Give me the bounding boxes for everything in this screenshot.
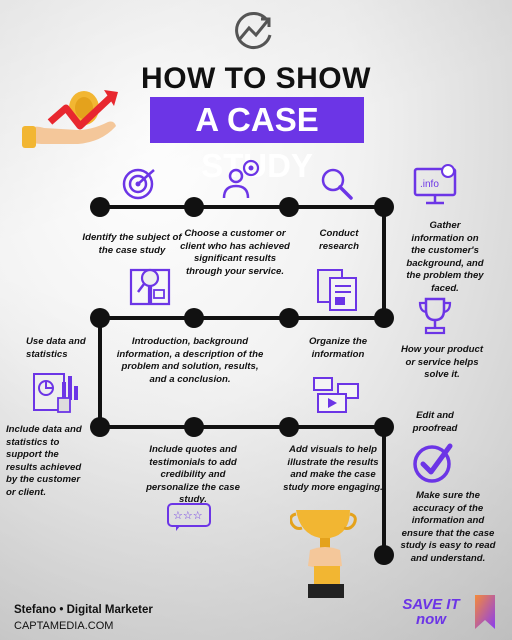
website-link[interactable]: CAPTAMEDIA.COM — [14, 620, 114, 632]
rating-quote-icon: ☆☆☆ — [167, 503, 211, 531]
step-add-visuals: Add visuals to help illustrate the resul… — [283, 444, 383, 493]
save-it-label: SAVE IT now — [402, 596, 460, 628]
step-dot — [374, 417, 394, 437]
svg-text:☆☆☆: ☆☆☆ — [173, 509, 203, 522]
book-search-icon — [129, 268, 171, 306]
info-monitor-icon: .info — [413, 164, 457, 205]
trend-arrow-logo-icon — [235, 12, 272, 49]
target-icon — [122, 168, 155, 200]
step-use-data: Use data and statistics — [26, 336, 86, 360]
step-dot — [90, 417, 110, 437]
step-dot — [279, 308, 299, 328]
checkmark-icon — [413, 443, 453, 483]
step-dot — [90, 308, 110, 328]
step-edit-proofread: Edit and proofread — [412, 410, 458, 434]
magnifier-icon — [321, 168, 353, 200]
documents-icon — [317, 269, 357, 311]
step-dot — [279, 197, 299, 217]
step-dot — [90, 197, 110, 217]
step-accuracy: Make sure the accuracy of the informatio… — [400, 490, 496, 564]
step-gather-information: Gather information on the customer's bac… — [406, 220, 484, 294]
step-how-product-helps: How your product or service helps solve … — [400, 344, 484, 380]
step-dot — [374, 308, 394, 328]
step-dot — [184, 197, 204, 217]
step-include-data: Include data and statistics to support t… — [6, 424, 82, 498]
author-name: Stefano • Digital Marketer — [14, 604, 153, 616]
step-dot — [184, 308, 204, 328]
step-identify-subject: Identify the subject of the case study — [82, 232, 182, 256]
step-organize: Organize the information — [308, 336, 368, 360]
step-include-quotes: Include quotes and testimonials to add c… — [146, 444, 240, 505]
step-dot — [279, 417, 299, 437]
step-conduct-research: Conduct research — [318, 228, 359, 252]
page-title-line1: HOW TO SHOW — [141, 62, 371, 95]
bookmark-icon[interactable] — [472, 592, 498, 632]
step-dot — [374, 545, 394, 565]
person-target-icon — [222, 159, 260, 199]
monitor-label: .info — [420, 179, 439, 190]
media-visuals-icon — [313, 377, 359, 413]
step-choose-customer: Choose a customer or client who has achi… — [180, 228, 290, 277]
step-structure: Introduction, background information, a … — [116, 336, 264, 385]
step-dot — [374, 197, 394, 217]
hand-trophy-icon — [290, 510, 357, 598]
trophy-icon — [418, 297, 452, 335]
hand-coin-chart-icon — [22, 90, 118, 148]
step-dot — [184, 417, 204, 437]
statistics-icon — [33, 373, 78, 413]
